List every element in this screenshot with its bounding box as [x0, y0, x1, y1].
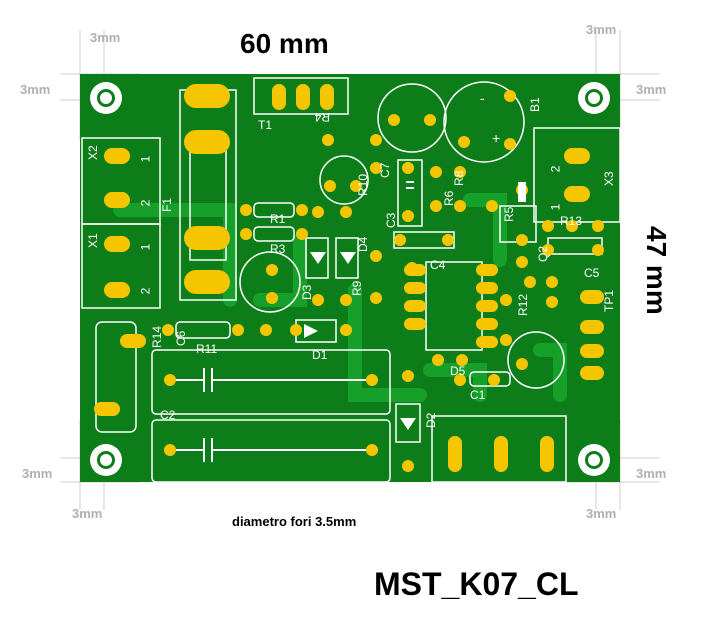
- component-label-r8: R8: [452, 170, 466, 186]
- component-label-b1: B1: [528, 97, 542, 112]
- component-label-c1: C1: [470, 388, 486, 402]
- component-label-r12: R12: [516, 293, 530, 316]
- component-label-q2: Q2: [536, 245, 550, 262]
- polarity-mark: +: [492, 130, 501, 146]
- hole-offset-label: 3mm: [90, 30, 121, 45]
- component-label-d2: D2: [424, 412, 438, 428]
- hole-offset-label: 3mm: [22, 466, 53, 481]
- hole-offset-label: 3mm: [586, 506, 617, 521]
- component-label-c6: C6: [174, 330, 188, 346]
- component-label-f1: F1: [160, 197, 174, 212]
- component-label-r6: R6: [442, 190, 456, 206]
- diode-symbols: [304, 182, 526, 430]
- component-label-c3: C3: [384, 212, 398, 228]
- pin-number-label: 2: [548, 165, 563, 173]
- pin-number-label: 1: [138, 155, 153, 163]
- component-label-r4: R4: [314, 110, 330, 124]
- component-label-x3: X3: [602, 171, 616, 186]
- component-label-r13: R13: [560, 214, 583, 228]
- component-label-x2: X2: [86, 145, 100, 160]
- component-label-d3: D3: [300, 284, 314, 300]
- component-label-d5: D5: [450, 364, 466, 378]
- pin-number-label: 1: [548, 203, 563, 211]
- hole-diameter-note: diametro fori 3.5mm: [232, 514, 357, 529]
- component-label-c2: C2: [160, 408, 176, 422]
- capacitor-symbols: [176, 181, 414, 462]
- component-label-t1: T1: [258, 118, 273, 132]
- hole-offset-label: 3mm: [636, 466, 667, 481]
- polarity-mark: -: [480, 90, 485, 106]
- hole-offset-label: 3mm: [20, 82, 51, 97]
- pin-number-label: 2: [138, 287, 153, 295]
- mounting-holes: [90, 82, 610, 476]
- board-name: MST_K07_CL: [374, 566, 579, 602]
- component-label-x1: X1: [86, 233, 100, 248]
- component-label-d1: D1: [312, 348, 328, 362]
- component-label-r1: R1: [270, 212, 286, 226]
- component-label-r3: R3: [270, 242, 286, 256]
- component-label-r9: R9: [350, 280, 364, 296]
- component-label-d4: D4: [356, 236, 370, 252]
- pin-number-label: 2: [138, 199, 153, 207]
- height-dimension: 47 mm: [641, 226, 672, 315]
- width-dimension: 60 mm: [240, 28, 329, 59]
- pin-number-label: 1: [138, 243, 153, 251]
- component-label-c7: C7: [378, 162, 392, 178]
- component-label-c5: C5: [584, 266, 600, 280]
- hole-offset-label: 3mm: [636, 82, 667, 97]
- hole-offset-label: 3mm: [72, 506, 103, 521]
- component-label-r5: R5: [502, 206, 516, 222]
- hole-offset-label: 3mm: [586, 22, 617, 37]
- pads: [94, 84, 604, 472]
- component-label-r14: R14: [150, 325, 164, 348]
- component-label-r10: R10: [356, 173, 370, 196]
- component-label-tp1: TP1: [602, 289, 616, 312]
- component-label-r11: R11: [196, 342, 218, 356]
- component-label-c4: C4: [430, 258, 446, 272]
